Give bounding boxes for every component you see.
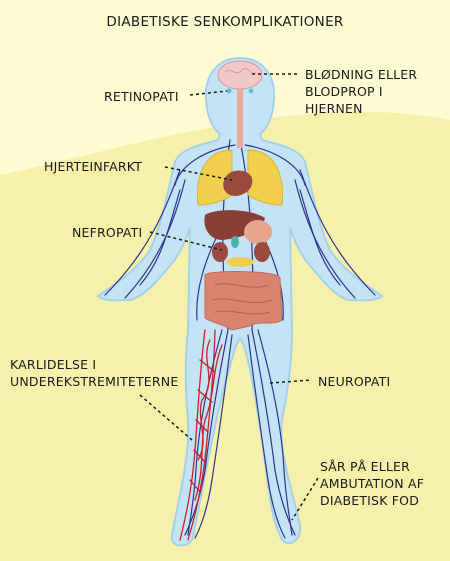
leader-neuropathy (269, 379, 313, 384)
kidney-left (212, 242, 228, 262)
brain (217, 60, 263, 90)
stomach (244, 220, 272, 244)
label-heart-attack: HJERTEINFARKT (44, 159, 143, 174)
right-eye (248, 88, 254, 94)
spinal-cord (237, 88, 243, 148)
leader-nephropathy (149, 231, 223, 251)
label-neuropathy: NEUROPATI (318, 374, 391, 389)
label-stroke: BLØDNING ELLER BLODPROP I HJERNEN (305, 67, 418, 116)
left-eye (226, 88, 232, 94)
kidney-right (254, 242, 270, 262)
pancreas (226, 257, 254, 267)
label-nephropathy: NEFROPATI (72, 225, 143, 240)
leg-vessels (179, 329, 223, 541)
label-diabetic-foot: SÅR PÅ ELLER AMBUTATION AF DIABETISK FOD (320, 459, 425, 508)
label-vascular-disease: KARLIDELSE I UNDEREKSTREMITETERNE (10, 357, 179, 389)
nerve-network (104, 139, 376, 539)
heart (223, 170, 253, 196)
leader-heart-attack (164, 166, 233, 181)
label-retinopathy: RETINOPATI (104, 89, 179, 104)
leader-lines (139, 73, 319, 521)
lungs (196, 149, 284, 206)
leader-retinopathy (189, 90, 228, 96)
diagram-title: DIABETISKE SENKOMPLIKATIONER (106, 14, 344, 30)
gallbladder (231, 236, 239, 248)
leader-foot (291, 477, 319, 521)
intestines (204, 271, 283, 331)
